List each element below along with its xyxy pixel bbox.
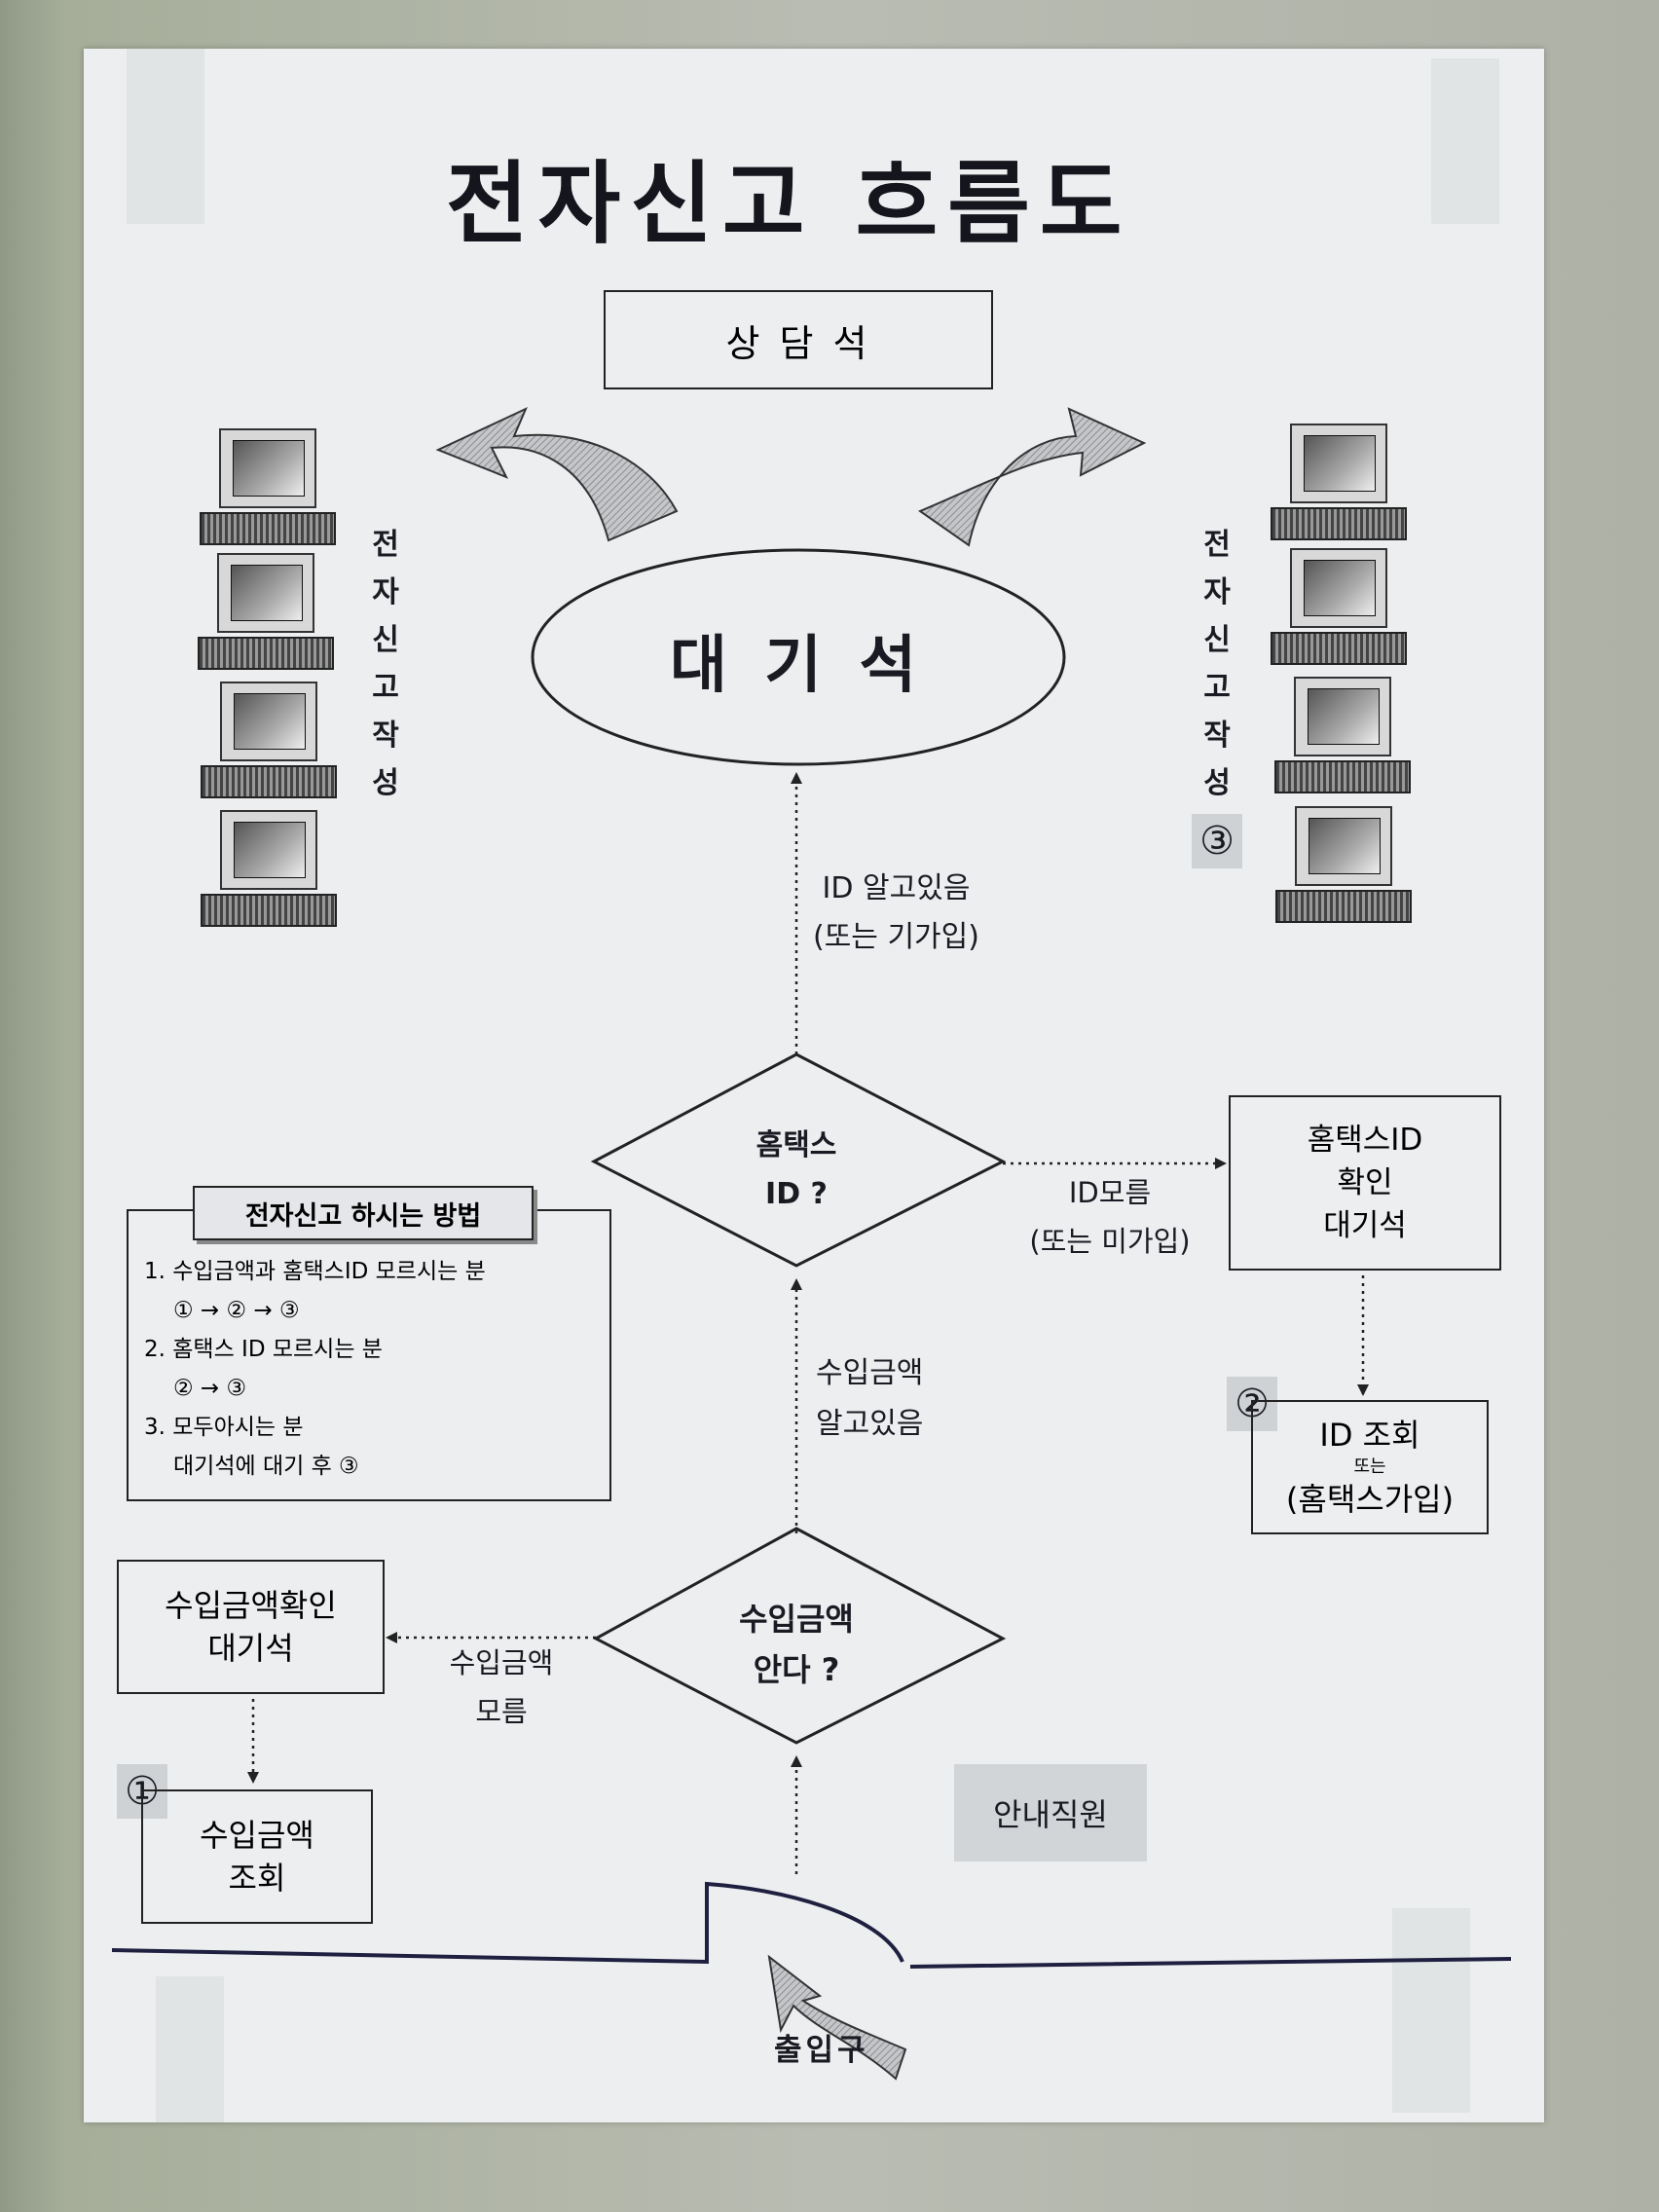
computer-icon bbox=[198, 553, 334, 680]
tape-top-left bbox=[127, 49, 204, 224]
method-item-3: 3. 모두아시는 분 대기석에 대기 후 ③ bbox=[144, 1415, 359, 1479]
method-instructions-box: 1. 수입금액과 홈택스ID 모르시는 분 ① → ② → ③ 2. 홈택스 I… bbox=[127, 1209, 611, 1501]
income-wait-box: 수입금액확인 대기석 bbox=[117, 1560, 385, 1694]
decision-id-shape bbox=[590, 1052, 1007, 1268]
counsel-desk-label: 상 담 석 bbox=[725, 321, 871, 365]
flowchart-poster bbox=[84, 49, 1544, 2122]
computer-icon bbox=[1271, 424, 1407, 550]
guide-staff-label-box: 안내직원 bbox=[954, 1764, 1147, 1862]
method-list: 1. 수입금액과 홈택스ID 모르시는 분 ① → ② → ③ 2. 홈택스 I… bbox=[144, 1252, 486, 1486]
id-known-label: ID 알고있음 (또는 기가입) bbox=[813, 871, 979, 954]
guide-staff-label: 안내직원 bbox=[993, 1796, 1108, 1833]
decision-hometax-id-text: 홈택스 ID ? bbox=[756, 1128, 837, 1211]
computer-icon bbox=[1275, 806, 1412, 933]
computer-icon bbox=[1271, 548, 1407, 675]
decision-income-shape bbox=[592, 1527, 1007, 1745]
entrance-wall-line bbox=[111, 1881, 1512, 1969]
id-lookup-box: ID 조회 또는 (홈택스가입) bbox=[1251, 1400, 1489, 1534]
decision-income-text: 수입금액 안다 ? bbox=[739, 1601, 854, 1688]
computer-icon bbox=[201, 810, 337, 937]
right-vertical-label: 전자신고작성 bbox=[1203, 528, 1231, 800]
left-vertical-label: 전자신고작성 bbox=[372, 528, 399, 800]
step-marker-3: ③ bbox=[1192, 814, 1242, 868]
tape-bottom-left bbox=[156, 1976, 224, 2122]
tape-top-right bbox=[1431, 58, 1499, 224]
tape-bottom-right bbox=[1392, 1908, 1470, 2113]
page-title: 전자신고 흐름도 bbox=[446, 152, 1132, 256]
id-unknown-label: ID모름 (또는 미가입) bbox=[1029, 1176, 1191, 1258]
income-known-label: 수입금액 알고있음 bbox=[816, 1356, 924, 1441]
curved-arrow-left bbox=[435, 406, 679, 542]
income-unknown-label: 수입금액 모름 bbox=[449, 1646, 554, 1728]
computer-icon bbox=[201, 682, 337, 808]
method-item-2: 2. 홈택스 ID 모르시는 분 ② → ③ bbox=[144, 1337, 383, 1401]
counsel-desk-box: 상 담 석 bbox=[604, 290, 993, 389]
entrance-label: 출입구 bbox=[774, 2033, 869, 2068]
waiting-ellipse-shape bbox=[531, 548, 1066, 766]
computer-icon bbox=[1274, 677, 1411, 803]
method-title: 전자신고 하시는 방법 bbox=[244, 1200, 482, 1232]
method-title-tab: 전자신고 하시는 방법 bbox=[193, 1186, 534, 1240]
method-item-1: 1. 수입금액과 홈택스ID 모르시는 분 ① → ② → ③ bbox=[144, 1259, 486, 1323]
entrance-arrow bbox=[767, 1954, 907, 2081]
hometax-id-wait-box: 홈택스ID 확인 대기석 bbox=[1229, 1095, 1501, 1271]
waiting-area-label: 대 기 석 bbox=[670, 630, 925, 702]
computer-icon bbox=[200, 428, 336, 555]
income-lookup-box: 수입금액 조회 bbox=[141, 1789, 373, 1924]
curved-arrow-right bbox=[917, 407, 1147, 547]
